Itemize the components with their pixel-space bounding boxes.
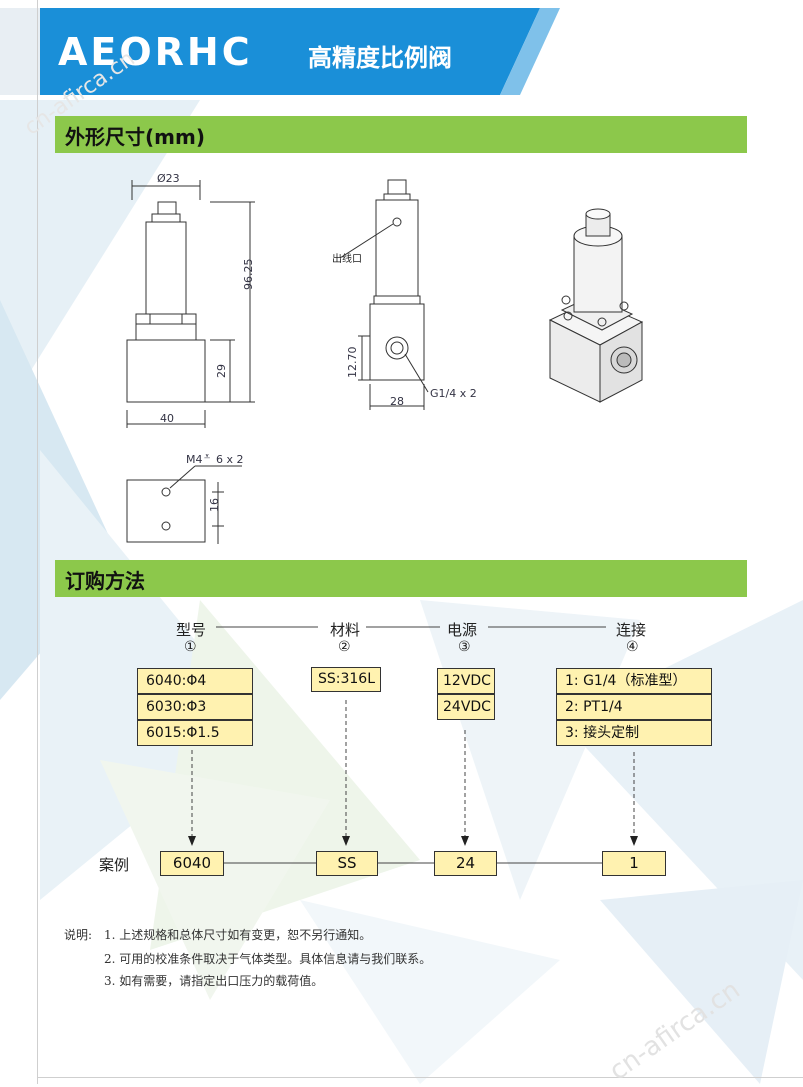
heading-connection: 连接	[616, 621, 647, 639]
brand-logo: AEORHC	[58, 30, 253, 74]
heading-material-num: ②	[338, 639, 351, 655]
label-port-thread: G1/4 x 2	[430, 387, 477, 400]
section-bar-dimensions: 外形尺寸(mm)	[55, 116, 747, 153]
notes-prefix: 说明:	[64, 928, 93, 942]
header-band	[0, 0, 803, 95]
heading-model: 型号	[176, 621, 207, 639]
connection-option-3: 3: 接头定制	[556, 720, 712, 746]
label-mount-thread: M4	[186, 453, 203, 466]
label-mount-depth: 6 x 2	[216, 453, 244, 466]
model-option-1: 6040:Φ4	[137, 668, 253, 694]
connection-option-1: 1: G1/4（标准型）	[556, 668, 712, 694]
section-bar-ordering: 订购方法	[55, 560, 747, 597]
example-connection: 1	[602, 851, 666, 876]
left-border	[37, 0, 38, 1084]
connection-option-2: 2: PT1/4	[556, 694, 712, 720]
section-title-ordering: 订购方法	[65, 569, 145, 593]
example-material: SS	[316, 851, 378, 876]
dim-body-width: 40	[160, 412, 174, 425]
heading-connection-num: ④	[626, 639, 639, 655]
example-label: 案例	[99, 856, 130, 874]
bottom-border	[37, 1077, 803, 1078]
dim-diameter: Ø23	[157, 172, 180, 185]
example-power: 24	[434, 851, 497, 876]
heading-model-num: ①	[184, 639, 197, 655]
product-title: 高精度比例阀	[308, 44, 452, 72]
example-model: 6040	[160, 851, 224, 876]
section-title-dimensions: 外形尺寸(mm)	[65, 125, 205, 149]
heading-power-num: ③	[458, 639, 471, 655]
heading-material: 材料	[330, 621, 361, 639]
model-option-3: 6015:Φ1.5	[137, 720, 253, 746]
note-2: 2. 可用的校准条件取决于气体类型。具体信息请与我们联系。	[104, 952, 432, 966]
label-outlet: 出线口	[332, 254, 362, 265]
power-option-2: 24VDC	[437, 694, 495, 720]
model-option-2: 6030:Φ3	[137, 694, 253, 720]
note-3: 3. 如有需要，请指定出口压力的载荷值。	[104, 974, 324, 988]
dim-side-width: 28	[390, 395, 404, 408]
power-option-1: 12VDC	[437, 668, 495, 694]
depth-icon: ⩡	[204, 450, 211, 463]
note-1: 1. 上述规格和总体尺寸如有变更，恕不另行通知。	[104, 928, 372, 942]
heading-power: 电源	[447, 621, 478, 639]
material-option-1: SS:316L	[311, 667, 381, 692]
